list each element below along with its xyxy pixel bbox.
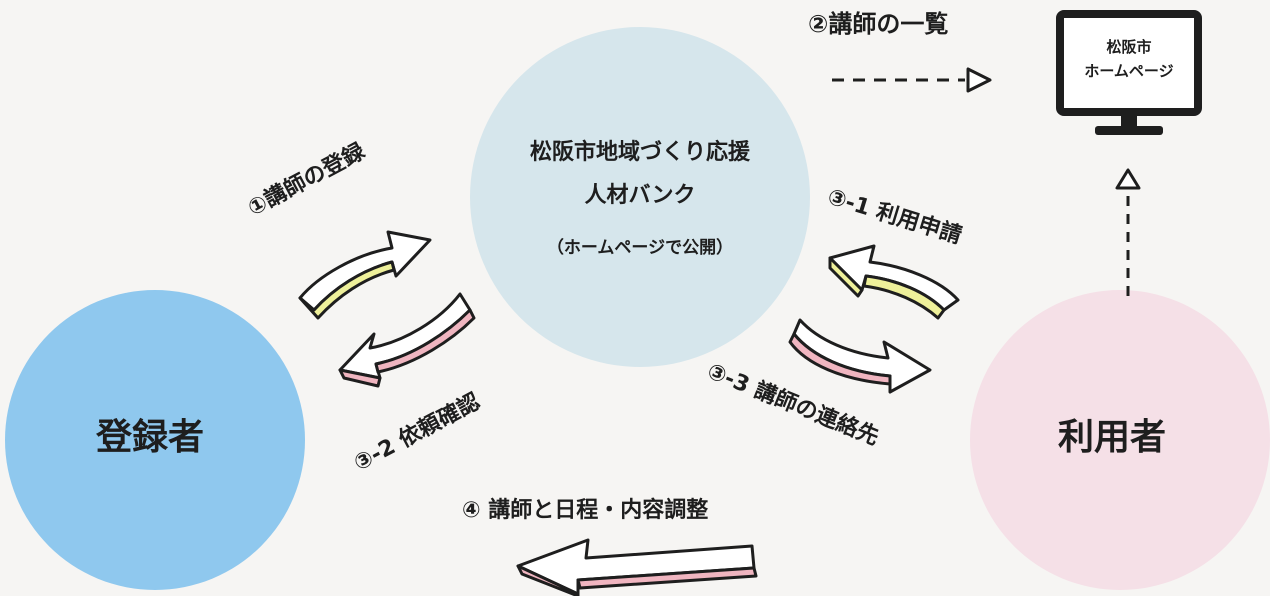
homepage-label-line2: ホームページ: [1084, 62, 1174, 80]
center-circle: [470, 27, 810, 367]
dashed-arrow-list: [832, 67, 992, 93]
center-title-line1: 松阪市地域づくり応援: [529, 140, 750, 165]
registrant-circle: [5, 290, 305, 590]
step-coordinate-label: ④ 講師と日程・内容調整: [462, 498, 709, 523]
arrow-apply: [828, 244, 960, 320]
monitor-icon: [1056, 10, 1202, 135]
arrow-confirm: [338, 292, 476, 388]
center-title-line2: 人材バンク: [584, 183, 696, 208]
user-label: 利用者: [1058, 417, 1167, 458]
dashed-arrow-up: [1115, 168, 1141, 296]
center-subtitle: （ホームページで公開）: [546, 238, 734, 258]
arrow-contact: [788, 318, 932, 394]
registrant-label: 登録者: [96, 417, 205, 458]
step-list-label: ②講師の一覧: [808, 10, 949, 38]
user-circle: [970, 290, 1270, 590]
homepage-label-line1: 松阪市: [1106, 38, 1152, 56]
arrow-coordinate: [516, 538, 758, 596]
arrow-register: [298, 230, 432, 320]
